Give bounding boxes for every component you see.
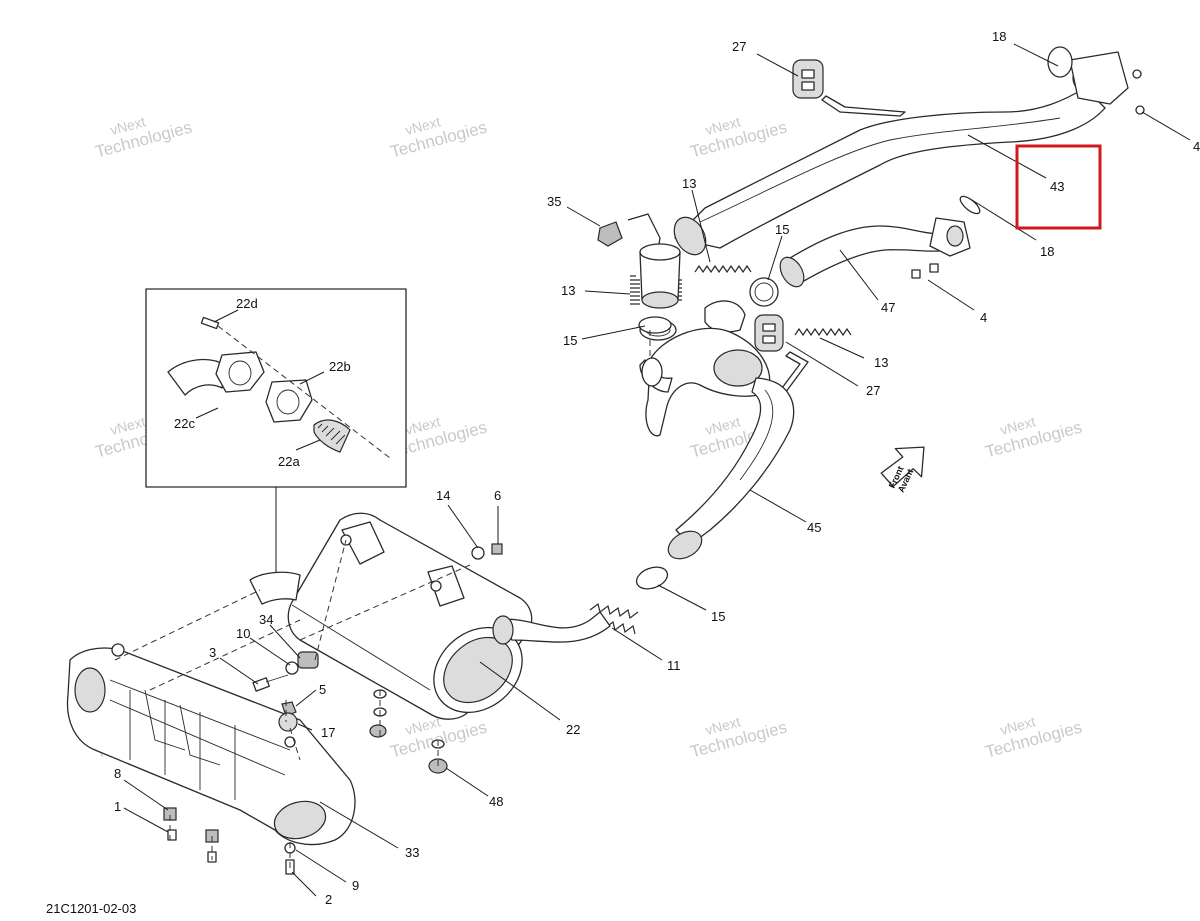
washer-10: [285, 661, 299, 675]
spring-13: [694, 264, 752, 274]
highlight-box: [1015, 144, 1102, 230]
callout-3: 3: [209, 645, 216, 660]
callout-27: 27: [866, 383, 880, 398]
callout-27: 27: [732, 39, 746, 54]
watermark: vNext Technologies: [93, 113, 194, 161]
inlet-tube: [249, 571, 301, 605]
rubber-hanger-27: [792, 59, 824, 99]
heat-shield-33: [66, 643, 356, 846]
rubber-hanger-27: [754, 314, 784, 352]
clamp-15: [749, 277, 779, 307]
callout-6: 6: [494, 488, 501, 503]
callout-1: 1: [114, 799, 121, 814]
inset-box: [145, 288, 407, 572]
pipe-45: [667, 377, 795, 560]
nut-6: [491, 543, 503, 555]
callout-2: 2: [325, 892, 332, 907]
muffler-22: [287, 512, 611, 720]
callout-43: 43: [1050, 179, 1064, 194]
spring-13: [794, 327, 852, 337]
callout-15: 15: [775, 222, 789, 237]
callout-22a: 22a: [278, 454, 300, 469]
callout-5: 5: [319, 682, 326, 697]
callout-8: 8: [114, 766, 121, 781]
callout-13: 13: [561, 283, 575, 298]
watermark: vNext Technologies: [983, 413, 1084, 461]
callout-18: 18: [1040, 244, 1054, 259]
gasket-18: [1047, 46, 1073, 78]
callout-14: 14: [436, 488, 450, 503]
callout-18: 18: [992, 29, 1006, 44]
watermark: vNext Technologies: [688, 113, 789, 161]
nut-4: [929, 263, 939, 273]
callout-34: 34: [259, 612, 273, 627]
reference-code: 21C1201-02-03: [46, 901, 136, 916]
callout-9: 9: [352, 878, 359, 893]
header-pipe-47: [779, 217, 971, 288]
washer-14: [471, 546, 485, 560]
grommet-48: [369, 724, 387, 738]
y-pipe: [639, 300, 771, 437]
spring-11: [589, 602, 639, 635]
callout-15: 15: [563, 333, 577, 348]
callout-13: 13: [682, 176, 696, 191]
callout-22: 22: [566, 722, 580, 737]
leader-lines: [123, 43, 1191, 897]
grommet-34: [297, 651, 319, 669]
callout-4: 4: [1193, 139, 1200, 154]
clamp-15-inner: [754, 282, 774, 302]
spacer-17: [278, 712, 298, 732]
watermark: vNext Technologies: [388, 113, 489, 161]
callout-47: 47: [881, 300, 895, 315]
callout-13: 13: [874, 355, 888, 370]
gasket-18: [959, 195, 981, 215]
callout-45: 45: [807, 520, 821, 535]
clamp-15: [635, 566, 669, 590]
clamp-15: [638, 316, 672, 334]
screw-1: [167, 829, 177, 841]
nut-4: [911, 269, 921, 279]
callout-48: 48: [489, 794, 503, 809]
bolt-3-shank: [265, 674, 289, 683]
callout-17: 17: [321, 725, 335, 740]
header-pipe-43: [673, 51, 1145, 256]
bolt-3: [252, 677, 270, 692]
bolt-22d: [200, 316, 220, 330]
callout-22d: 22d: [236, 296, 258, 311]
callout-15: 15: [711, 609, 725, 624]
watermark: vNext Technologies: [983, 713, 1084, 761]
watermark: vNext Technologies: [688, 713, 789, 761]
assembly-lines: [114, 330, 651, 870]
front-arrow: Front Avant: [880, 446, 925, 494]
hanger-rod: [821, 95, 906, 117]
callouts: 27 18 4 43 13 35 15 18 13 15 47 4 13 27 …: [114, 29, 1200, 907]
callout-35: 35: [547, 194, 561, 209]
callout-4: 4: [980, 310, 987, 325]
callout-11: 11: [667, 658, 681, 673]
callout-22c: 22c: [174, 416, 195, 431]
callout-22b: 22b: [329, 359, 351, 374]
callout-33: 33: [405, 845, 419, 860]
callout-10: 10: [236, 626, 250, 641]
